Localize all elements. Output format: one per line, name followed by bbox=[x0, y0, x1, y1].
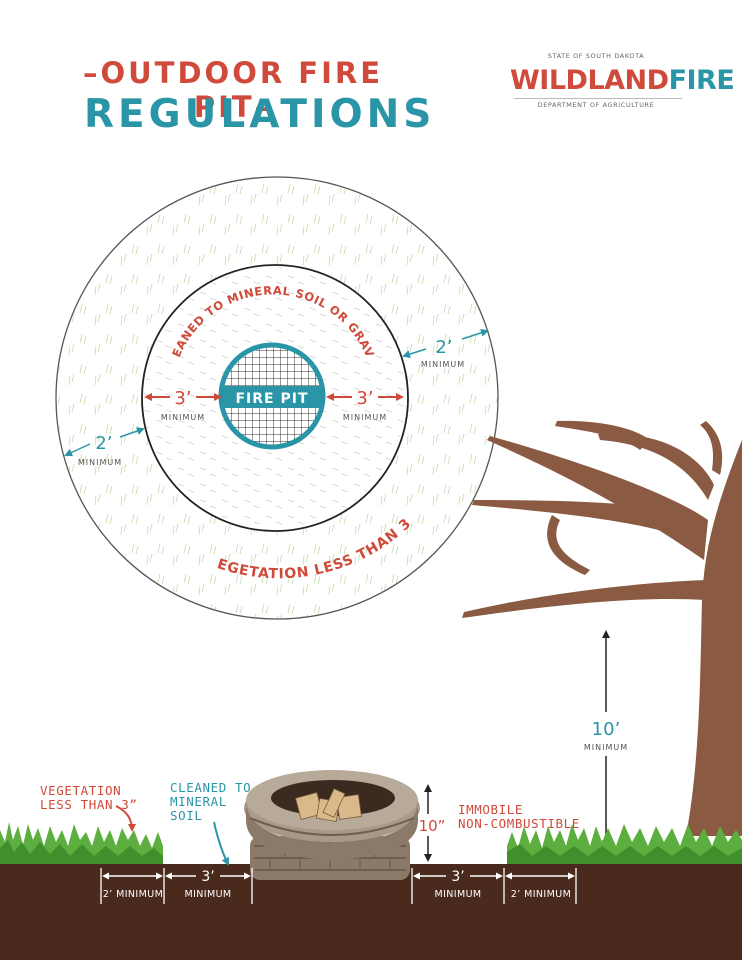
ground-left-2-label: 2’ MINIMUM bbox=[103, 889, 163, 900]
ground-right-3-value: 3’ bbox=[451, 869, 464, 885]
logo-word-fire: FIRE bbox=[668, 65, 735, 96]
ground-right-2-label: 2’ MINIMUM bbox=[511, 889, 571, 900]
title-line-2: REGULATIONS bbox=[84, 92, 436, 137]
grass-right bbox=[507, 824, 742, 866]
logo-state-text: STATE OF SOUTH DAKOTA bbox=[547, 52, 645, 60]
left-outer-unit: MINIMUM bbox=[78, 458, 122, 467]
logo-divider bbox=[514, 98, 682, 99]
grass-left bbox=[0, 822, 163, 866]
mineral-pointer-arrow bbox=[213, 821, 229, 866]
tree bbox=[462, 420, 742, 836]
right-outer-value: 2’ bbox=[435, 337, 452, 358]
fire-pit-top: FIRE PIT bbox=[218, 342, 326, 450]
fire-pit-side bbox=[244, 770, 420, 880]
vegetation-pointer-arrow bbox=[115, 805, 136, 832]
left-outer-value: 2’ bbox=[95, 433, 112, 454]
ground-left-3-unit: MINIMUM bbox=[184, 889, 231, 900]
right-outer-arrow bbox=[402, 348, 427, 358]
logo-department-text: DEPARTMENT OF AGRICULTURE bbox=[537, 101, 655, 109]
left-inner-unit: MINIMUM bbox=[161, 413, 205, 422]
immobile-label: IMMOBILE NON-COMBUSTIBLE bbox=[458, 802, 580, 831]
right-outer-unit: MINIMUM bbox=[421, 360, 465, 369]
left-inner-value: 3’ bbox=[174, 388, 191, 409]
wildland-fire-logo: WILDLANDFIRE bbox=[510, 64, 735, 98]
ground-right-3-unit: MINIMUM bbox=[434, 889, 481, 900]
pit-height-value: 10” bbox=[419, 817, 446, 835]
right-inner-value: 3’ bbox=[356, 388, 373, 409]
title-line-1: –OUTDOOR FIRE PIT– bbox=[82, 56, 384, 124]
left-outer-arrow bbox=[64, 443, 91, 457]
fire-pit-label: FIRE PIT bbox=[235, 391, 308, 407]
mineral-soil-label: CLEANED TO MINERAL SOIL bbox=[170, 780, 252, 823]
vegetation-label: VEGETATION LESS THAN 3” bbox=[40, 783, 138, 812]
ground-left-3-value: 3’ bbox=[201, 869, 214, 885]
tree-clearance-value: 10’ bbox=[592, 719, 621, 740]
right-inner-unit: MINIMUM bbox=[343, 413, 387, 422]
tree-clearance-unit: MINIMUM bbox=[584, 743, 628, 752]
logo-word-wildland: WILDLAND bbox=[510, 65, 669, 96]
